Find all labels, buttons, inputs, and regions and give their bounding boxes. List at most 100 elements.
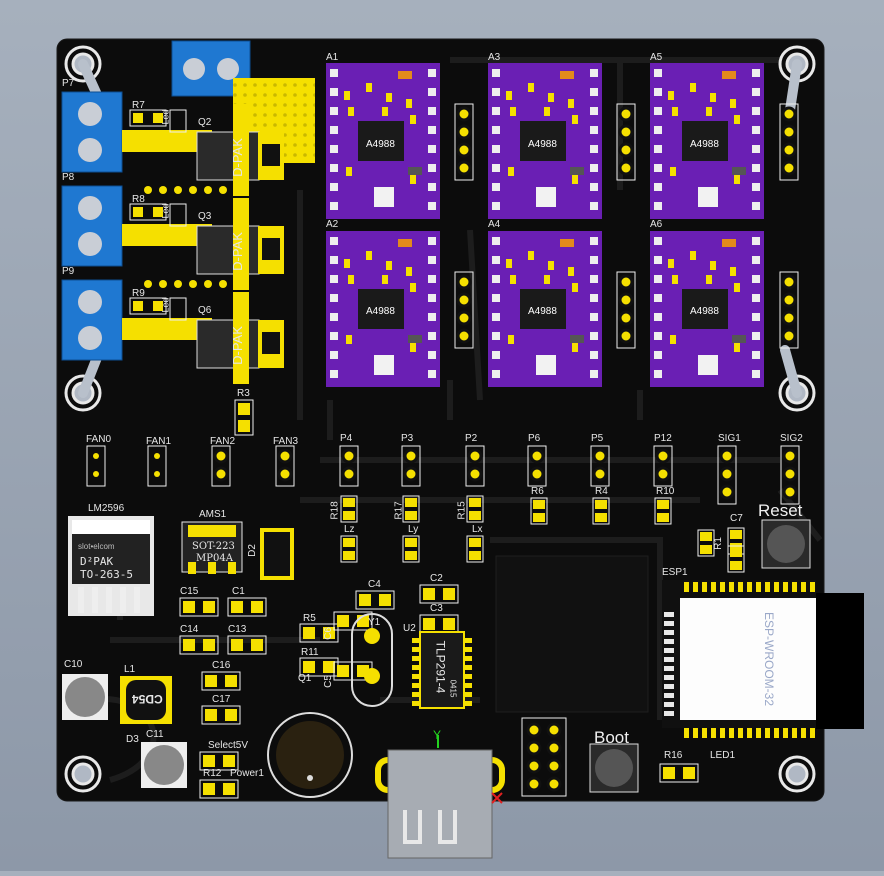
esp32-module xyxy=(662,580,864,729)
passive-components xyxy=(179,584,699,799)
ref-label-d3: D3 xyxy=(126,734,139,745)
terminal-label-p9: P9 xyxy=(62,266,75,277)
resistor-label-r4: R4 xyxy=(595,486,608,497)
header-label-p5: P5 xyxy=(591,433,604,444)
header-label-fan1: FAN1 xyxy=(146,436,172,447)
header-8 xyxy=(590,445,610,487)
header-7 xyxy=(527,445,547,487)
header-label-p6: P6 xyxy=(528,433,541,444)
smd-pad-pair-8 xyxy=(466,535,484,563)
led-label-1: Led xyxy=(160,109,171,125)
diode-label-d2: D2 xyxy=(246,544,258,557)
stepper-driver-1 xyxy=(326,63,440,219)
optocoupler-code: 0415 xyxy=(448,679,458,698)
terminal-block-2 xyxy=(61,185,284,290)
header-2 xyxy=(211,445,231,487)
chip-label-a1: A4988 xyxy=(366,139,395,150)
stepper-driver-5 xyxy=(488,231,602,387)
regulator-ref: LM2596 xyxy=(88,503,125,514)
usb-connector xyxy=(375,735,505,859)
header-6 xyxy=(465,445,485,487)
driver-label-a5: A5 xyxy=(650,52,663,63)
chip-label-a4: A4988 xyxy=(528,306,557,317)
cap-label-c10: C10 xyxy=(64,659,83,670)
header-label-sig2: SIG2 xyxy=(780,433,803,444)
cap-pair-4 xyxy=(201,671,241,691)
power-label: Power1 xyxy=(230,768,264,779)
cap-label-c1: C1 xyxy=(232,586,245,597)
smd-pad-pair-6 xyxy=(340,535,358,563)
smd-pad-pair-4 xyxy=(592,497,610,525)
smd-pad-pair-0 xyxy=(340,495,358,523)
select-label: Select5V xyxy=(208,740,249,751)
inductor-marking: CD54 xyxy=(132,692,163,706)
bottom-pin-header xyxy=(521,717,567,797)
driver-label-a2: A2 xyxy=(326,219,339,230)
boot-button[interactable]: Boot xyxy=(594,728,629,747)
driver-header-4 xyxy=(454,271,474,349)
cap-label-c5: C5 xyxy=(322,675,334,688)
terminal-block-1 xyxy=(61,91,284,196)
cap-pair-13 xyxy=(199,751,239,771)
chip-label-a5: A4988 xyxy=(690,139,719,150)
ams1-regulator xyxy=(181,521,243,574)
header-label-sig1: SIG1 xyxy=(718,433,741,444)
terminal-blocks xyxy=(61,91,284,384)
mosfet-pkg-q3: D-PAK xyxy=(229,232,245,271)
header-0 xyxy=(86,445,106,487)
cap-label-c14: C14 xyxy=(180,624,199,635)
crystal-y1 xyxy=(351,613,393,707)
resistor-label-r8: R8 xyxy=(132,194,145,205)
mosfet-pkg-q2: D-PAK xyxy=(229,138,245,177)
ref-label-l1: L1 xyxy=(124,664,136,675)
header-label-p2: P2 xyxy=(465,433,478,444)
cap-pair-5 xyxy=(201,705,241,725)
cap-pair-3 xyxy=(227,635,267,655)
ams-line1: SOT-223 xyxy=(192,541,235,552)
cap-label-c2: C2 xyxy=(430,573,443,584)
cap-pair-8 xyxy=(419,614,459,634)
chip-label-a6: A4988 xyxy=(690,306,719,317)
reset-button-shape xyxy=(761,519,811,569)
cap-pair-14 xyxy=(199,779,239,799)
driver-label-a3: A3 xyxy=(488,52,501,63)
stepper-driver-6 xyxy=(650,231,764,387)
cap-label-c7: C7 xyxy=(730,513,743,524)
esp-antenna-area xyxy=(495,555,649,713)
driver-label-a6: A6 xyxy=(650,219,663,230)
optocoupler-marking: TLP291-4 xyxy=(433,640,448,694)
terminal-block-3 xyxy=(61,279,284,384)
mosfet-pkg-q6: D-PAK xyxy=(229,326,245,365)
resistor-label-r10: R10 xyxy=(656,486,675,497)
regulator-brand: slot•elcom xyxy=(78,542,115,551)
cap-label-c11: C11 xyxy=(146,729,164,740)
smd-pad-pair-1 xyxy=(402,495,420,523)
header-1 xyxy=(147,445,167,487)
terminal-label-p8: P8 xyxy=(62,172,75,183)
cap-label-c3: C3 xyxy=(430,603,443,614)
esp-module-label: ESP-WROOM-32 xyxy=(762,611,777,707)
ref-label-r16: R16 xyxy=(664,750,683,761)
stepper-driver-2 xyxy=(488,63,602,219)
d2-diode xyxy=(260,528,294,580)
cap-label-c15: C15 xyxy=(180,586,199,597)
inductor-l1 xyxy=(120,676,172,724)
buzzer xyxy=(267,712,353,798)
header-5 xyxy=(401,445,421,487)
resistor-label-r15: R15 xyxy=(456,501,468,520)
driver-header-5 xyxy=(616,271,636,349)
led-label-lz: Lz xyxy=(344,524,355,535)
cap-label-c13: C13 xyxy=(228,624,247,635)
cap-label-c17: C17 xyxy=(212,694,231,705)
ref-label-r11: R11 xyxy=(301,647,319,658)
reset-button[interactable]: Reset xyxy=(758,501,803,520)
cap-label-c16: C16 xyxy=(212,660,231,671)
u2-optocoupler xyxy=(419,631,465,709)
header-row xyxy=(86,445,800,573)
cap-pair-6 xyxy=(355,590,395,610)
cap-label-c4: C4 xyxy=(368,579,381,590)
smd-pad-pair-11 xyxy=(727,545,745,573)
regulator-line2: TO-263-5 xyxy=(80,568,133,581)
ref-label-y1: Y1 xyxy=(368,617,381,628)
